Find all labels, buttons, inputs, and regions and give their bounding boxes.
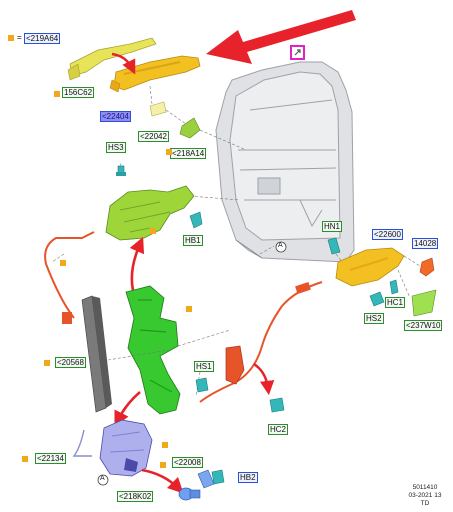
label-hc1[interactable]: HC1 [385,297,406,308]
label-hs2[interactable]: HS2 [364,313,384,324]
label-14028[interactable]: 14028 [412,238,439,249]
marker-a-upper-text: A [278,242,283,249]
teal-clip-hb1 [189,211,203,229]
teal-clip-hn1 [327,237,341,255]
magnifier-icon [294,49,301,56]
footer-code: 5011410 [412,484,438,491]
teal-clip-hc1 [389,279,399,295]
trim-cover-14028 [419,257,435,277]
marker-a-upper [275,241,287,253]
label-22134[interactable]: <22134 [35,453,66,464]
small-arrow-icon [111,52,136,75]
legend-ref-label[interactable]: <219A64 [24,33,61,44]
ref-square [150,228,156,234]
label-hb1[interactable]: HB1 [183,235,203,246]
ref-square [186,306,192,312]
label-22008[interactable]: <22008 [172,457,203,468]
label-hn1[interactable]: HN1 [322,221,343,232]
label-hs1[interactable]: HS1 [194,361,214,372]
cable-lower-left [72,429,92,457]
teal-clip-hs2 [369,291,385,307]
cable-right [199,281,323,403]
ref-square [22,456,28,462]
cable-bracket [225,345,245,385]
interior-handle-assembly [335,247,405,287]
ref-square [54,91,60,97]
ref-square [160,462,166,468]
door-frame [215,61,355,263]
clip-218a14 [179,117,201,139]
label-hc2[interactable]: HC2 [268,424,289,435]
exterior-handle [109,55,201,93]
handle-gasket [149,101,167,117]
teal-clip-hs1 [195,377,209,393]
footer-date: 03-2021 13 [408,492,442,499]
legend-equals: = [17,33,22,42]
label-218a14[interactable]: <218A14 [170,148,207,159]
handle-bracket [67,37,157,81]
label-22042[interactable]: <22042 [138,131,169,142]
label-22600[interactable]: <22600 [372,229,403,240]
ref-square [60,260,66,266]
ref-square [166,149,172,155]
arrow-actuator-icon [141,468,184,494]
lock-link-22008 [197,469,215,489]
door-latch-actuator [99,419,153,477]
teal-clip-hc2 [269,397,285,413]
label-20568[interactable]: <20568 [55,357,86,368]
magnifier-callout-icon[interactable] [290,45,305,60]
upper-latch-housing [105,185,195,241]
label-218k02[interactable]: <218K02 [117,491,154,502]
legend-swatch [8,35,14,41]
ref-square [44,360,50,366]
cable-upper-left [44,231,95,324]
callout-arrow-icon [206,10,356,64]
teal-screw-hs3 [116,165,126,176]
label-156c62[interactable]: 156C62 [62,87,95,98]
marker-a-lower-text: A [100,475,105,482]
teal-bolt-hb2 [211,469,225,485]
leader-lines-upper [119,85,275,255]
label-hs3[interactable]: HS3 [106,142,126,153]
lock-cylinder-218k02 [178,487,201,501]
label-22404[interactable]: <22404 [100,111,131,122]
bezel-237w10 [411,289,437,317]
arrow-down-icon [114,391,141,427]
rail-20568 [81,295,112,413]
arrow-hc2-icon [253,363,275,396]
marker-a-lower [97,474,109,486]
label-237w10[interactable]: <237W10 [404,320,443,331]
ref-square [162,442,168,448]
leader-lines-right [335,253,421,299]
footer-tag: TD [420,500,430,507]
label-hb2[interactable]: HB2 [238,472,258,483]
window-regulator-carrier [125,285,181,415]
diagram-footer: 5011410 03-2021 13 TD [398,484,452,508]
